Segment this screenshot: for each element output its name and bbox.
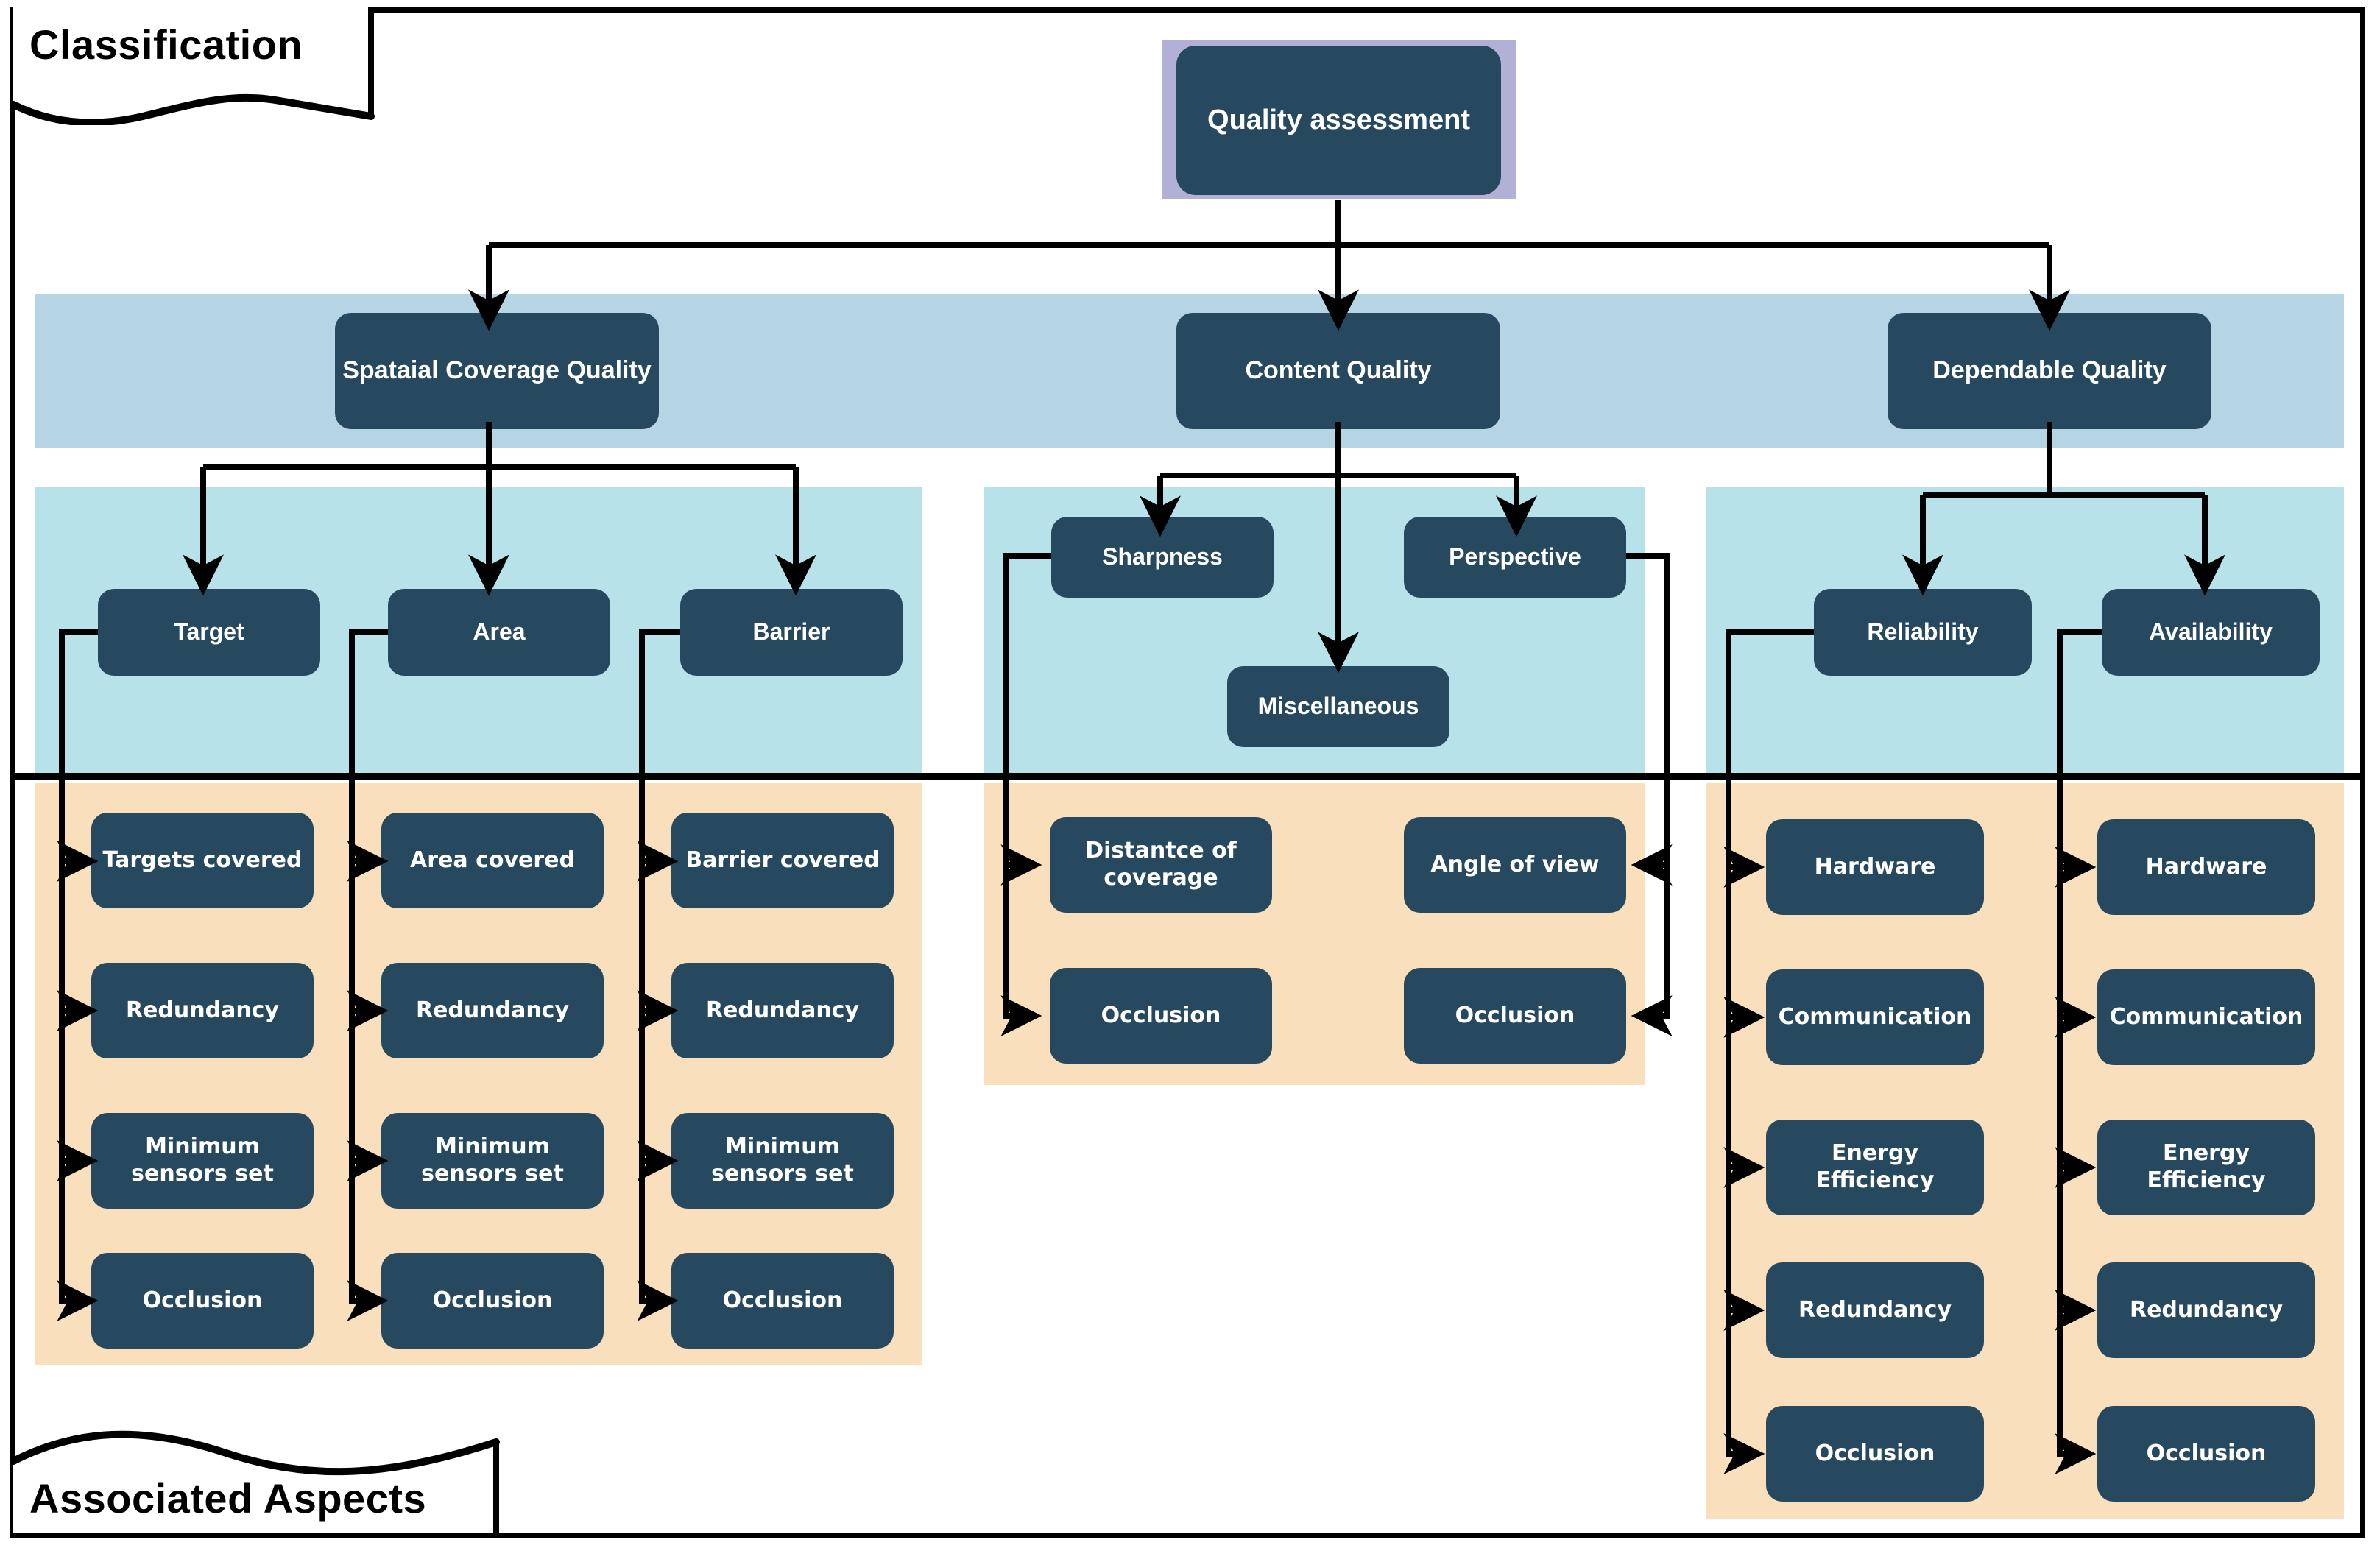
node-label: Barrier covered <box>685 847 880 873</box>
node-perspective[interactable]: Perspective <box>1404 517 1626 598</box>
node-label: Reliability <box>1867 618 1979 646</box>
node-label: Targets covered <box>102 847 303 873</box>
node-label: Target <box>174 618 244 646</box>
aspect-sharpness-occlusion[interactable]: Occlusion <box>1050 968 1272 1064</box>
node-label: Minimum sensors set <box>711 1134 854 1187</box>
node-label: Dependable Quality <box>1932 356 2167 385</box>
section-tab-classification: Classification <box>10 7 378 125</box>
aspect-availability-communication[interactable]: Communication <box>2097 969 2315 1065</box>
node-label: Hardware <box>2145 853 2267 880</box>
aspect-area-redundancy[interactable]: Redundancy <box>381 963 604 1058</box>
node-label: Barrier <box>752 618 830 646</box>
node-barrier[interactable]: Barrier <box>680 589 903 676</box>
node-label: Sharpness <box>1102 543 1223 570</box>
node-label: Redundancy <box>125 997 280 1023</box>
node-label: Occlusion <box>432 1287 553 1313</box>
aspect-availability-occlusion[interactable]: Occlusion <box>2097 1406 2315 1502</box>
node-label: Energy Efficiency <box>1815 1140 1935 1193</box>
node-label: Occlusion <box>2146 1440 2267 1466</box>
aspect-reliability-redundancy[interactable]: Redundancy <box>1766 1262 1984 1358</box>
node-sharpness[interactable]: Sharpness <box>1051 517 1274 598</box>
node-label: Occlusion <box>1101 1002 1221 1028</box>
node-label: Content Quality <box>1245 356 1432 385</box>
outer-frame <box>10 7 2365 1538</box>
node-label: Communication <box>1778 1003 1972 1030</box>
node-label: Energy Efficiency <box>2147 1140 2266 1193</box>
node-label: Angle of view <box>1430 851 1600 877</box>
aspect-perspective-occlusion[interactable]: Occlusion <box>1404 968 1626 1064</box>
node-availability[interactable]: Availability <box>2102 589 2320 676</box>
node-label: Distantce of coverage <box>1085 838 1237 891</box>
aspect-availability-hardware[interactable]: Hardware <box>2097 819 2315 915</box>
aspect-barrier-occlusion[interactable]: Occlusion <box>671 1253 894 1349</box>
aspect-barrier-minimum-sensors-set[interactable]: Minimum sensors set <box>671 1113 894 1209</box>
section-tab-associated-aspects-label: Associated Aspects <box>29 1475 427 1522</box>
node-miscellaneous[interactable]: Miscellaneous <box>1227 666 1449 747</box>
node-label: Area <box>473 618 526 646</box>
aspect-reliability-hardware[interactable]: Hardware <box>1766 819 1984 915</box>
section-tab-associated-aspects: Associated Aspects <box>10 1417 526 1538</box>
node-label: Spataial Coverage Quality <box>342 356 652 385</box>
node-spatial-coverage-quality[interactable]: Spataial Coverage Quality <box>335 313 659 429</box>
node-label: Occlusion <box>722 1287 843 1313</box>
section-tab-classification-label: Classification <box>29 21 303 68</box>
aspect-area-occlusion[interactable]: Occlusion <box>381 1253 604 1349</box>
node-label: Occlusion <box>1815 1440 1935 1466</box>
node-label: Quality assessment <box>1207 105 1470 136</box>
aspect-target-minimum-sensors-set[interactable]: Minimum sensors set <box>91 1113 314 1209</box>
node-label: Hardware <box>1814 853 1936 880</box>
node-reliability[interactable]: Reliability <box>1814 589 2032 676</box>
aspect-barrier-redundancy[interactable]: Redundancy <box>671 963 894 1058</box>
aspect-area-minimum-sensors-set[interactable]: Minimum sensors set <box>381 1113 604 1209</box>
aspect-area-area-covered[interactable]: Area covered <box>381 813 604 908</box>
node-content-quality[interactable]: Content Quality <box>1176 313 1500 429</box>
node-label: Minimum sensors set <box>131 1134 274 1187</box>
node-dependable-quality[interactable]: Dependable Quality <box>1888 313 2211 429</box>
aspect-availability-energy-efficiency[interactable]: Energy Efficiency <box>2097 1120 2315 1215</box>
aspect-reliability-communication[interactable]: Communication <box>1766 969 1984 1065</box>
node-label: Redundancy <box>2129 1296 2284 1323</box>
node-label: Perspective <box>1449 543 1581 570</box>
aspect-target-targets-covered[interactable]: Targets covered <box>91 813 314 908</box>
node-label: Communication <box>2109 1003 2303 1030</box>
aspect-reliability-energy-efficiency[interactable]: Energy Efficiency <box>1766 1120 1984 1215</box>
aspect-barrier-barrier-covered[interactable]: Barrier covered <box>671 813 894 908</box>
node-label: Occlusion <box>142 1287 263 1313</box>
aspect-target-redundancy[interactable]: Redundancy <box>91 963 314 1058</box>
node-label: Redundancy <box>705 997 860 1023</box>
node-quality-assessment[interactable]: Quality assessment <box>1176 46 1501 195</box>
classification-aspects-divider <box>13 773 2362 780</box>
node-area[interactable]: Area <box>388 589 610 676</box>
aspect-sharpness-distance-of-coverage[interactable]: Distantce of coverage <box>1050 817 1272 913</box>
node-label: Redundancy <box>1798 1296 1952 1323</box>
node-label: Occlusion <box>1455 1002 1575 1028</box>
node-label: Minimum sensors set <box>421 1134 564 1187</box>
node-label: Miscellaneous <box>1257 693 1419 720</box>
aspect-reliability-occlusion[interactable]: Occlusion <box>1766 1406 1984 1502</box>
aspect-perspective-angle-of-view[interactable]: Angle of view <box>1404 817 1626 913</box>
node-target[interactable]: Target <box>98 589 320 676</box>
aspect-target-occlusion[interactable]: Occlusion <box>91 1253 314 1349</box>
node-label: Availability <box>2149 618 2273 646</box>
aspect-availability-redundancy[interactable]: Redundancy <box>2097 1262 2315 1358</box>
node-label: Area covered <box>410 847 575 873</box>
node-label: Redundancy <box>415 997 570 1023</box>
